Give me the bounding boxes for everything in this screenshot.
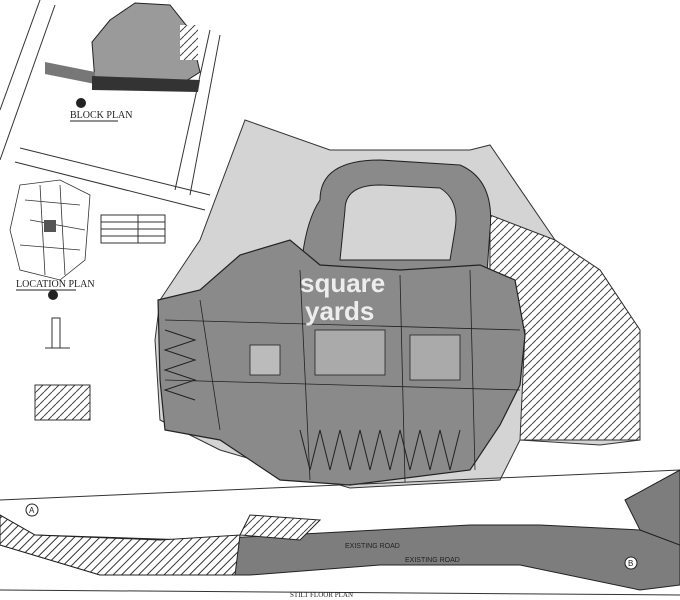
location-plan-title: LOCATION PLAN — [16, 279, 95, 290]
north-arrow-icon — [76, 98, 86, 108]
existing-road-label: EXISTING ROAD — [405, 557, 460, 564]
watermark: square yards — [300, 268, 385, 326]
section-marker-a: A — [25, 503, 39, 517]
section-marker-b: B — [624, 556, 638, 570]
parking-bays — [163, 329, 461, 471]
svg-text:yards: yards — [305, 296, 374, 326]
north-arrow-icon — [48, 290, 58, 300]
detail-sketches — [34, 317, 91, 421]
stilt-floor-plan-title: STILT FLOOR PLAN — [290, 591, 353, 599]
existing-road-label: EXISTING ROAD — [345, 543, 400, 550]
block-plan-title: BLOCK PLAN — [70, 110, 133, 121]
svg-text:A: A — [29, 506, 35, 515]
road-band: EXISTING ROAD EXISTING ROAD — [0, 469, 680, 596]
svg-text:square: square — [300, 268, 385, 298]
building-internal-lines — [164, 269, 521, 483]
block-plan-inset: BLOCK PLAN — [0, 0, 221, 211]
location-plan-inset: LOCATION PLAN — [9, 179, 166, 300]
svg-text:B: B — [628, 559, 633, 568]
